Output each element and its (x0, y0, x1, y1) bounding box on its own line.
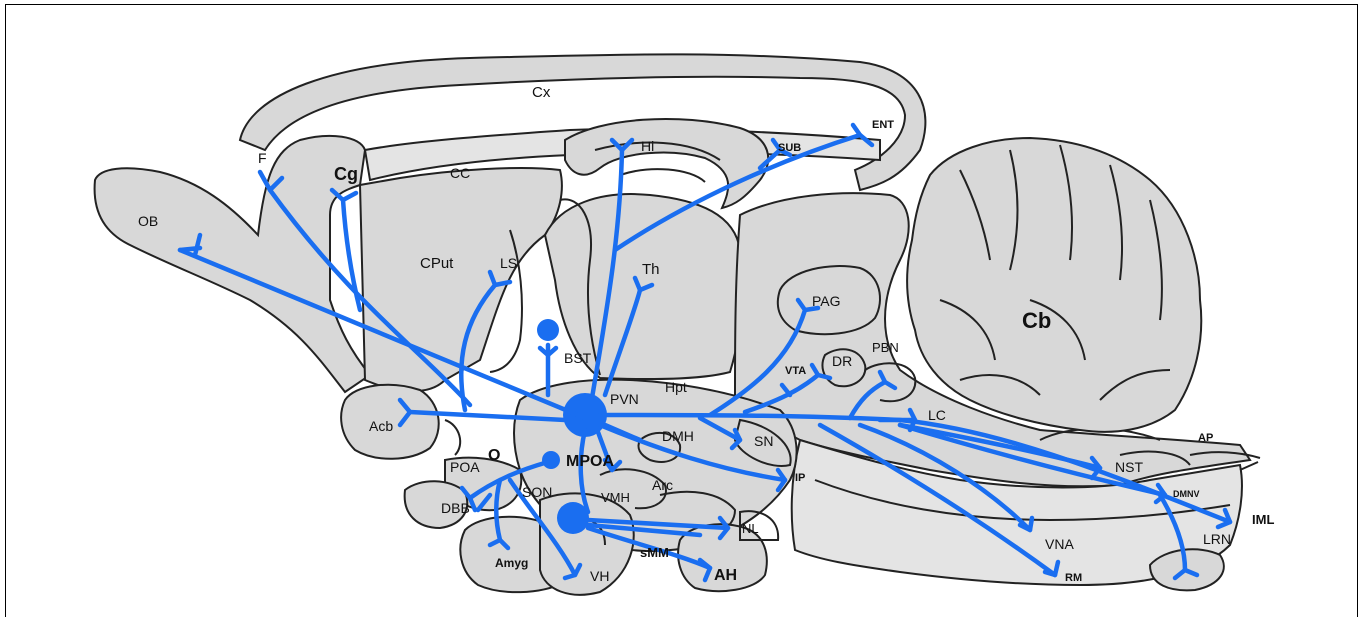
figure-frame (5, 4, 1358, 617)
